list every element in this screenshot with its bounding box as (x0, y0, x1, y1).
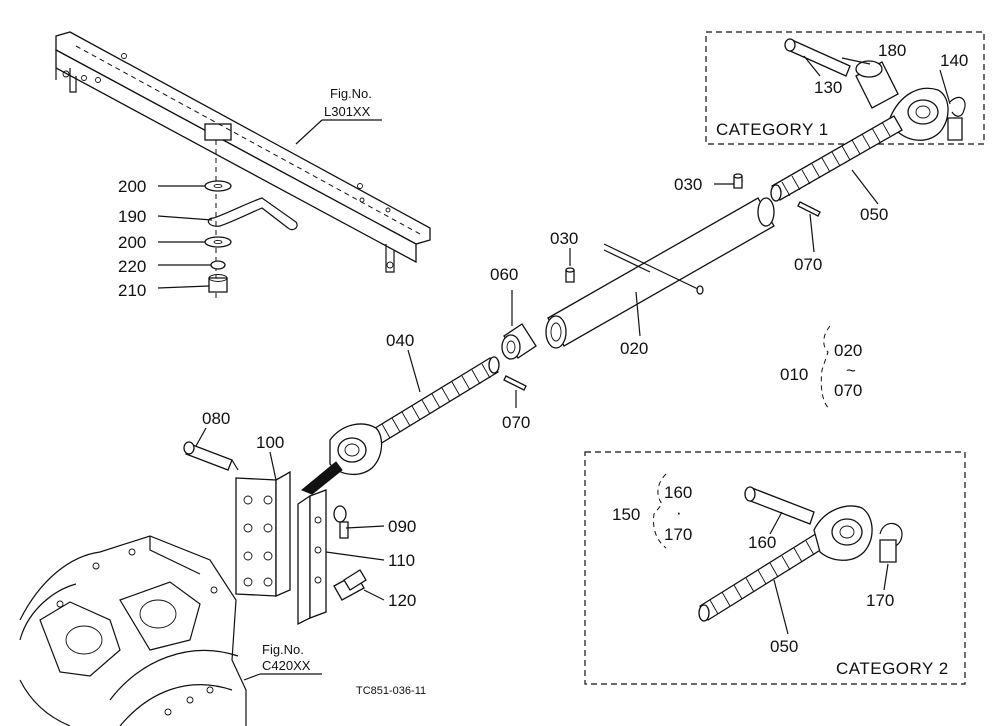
install-arrow (301, 461, 343, 495)
bolt-120 (333, 569, 367, 601)
upper-thread-rod (770, 115, 903, 202)
group-150: 150 160 · 170 (612, 483, 692, 544)
callout-020: 020 (620, 339, 648, 358)
callout-170-part: 170 (866, 591, 894, 610)
figure-code: TC851-036-11 (356, 685, 426, 697)
category-2-parts (698, 486, 903, 622)
category-2-label: CATEGORY 2 (836, 659, 949, 678)
callout-160-part: 160 (748, 533, 776, 552)
callout-080: 080 (202, 409, 230, 428)
ref-l301-prefix: Fig.No. (330, 86, 372, 101)
ref-c420: Fig.No. C420XX (243, 642, 322, 681)
bracket-100 (235, 470, 291, 597)
bracket-110 (297, 489, 327, 626)
callout-050-lower: 050 (770, 637, 798, 656)
callout-210: 210 (118, 281, 146, 300)
callout-200-upper: 200 (118, 177, 146, 196)
group-010: 010 020 ~ 070 (780, 341, 862, 400)
callout-190: 190 (118, 207, 146, 226)
callout-070-upper: 070 (794, 255, 822, 274)
group-010-top: 020 (834, 341, 862, 360)
callout-090: 090 (388, 517, 416, 536)
ref-l301: Fig.No. L301XX (295, 86, 382, 145)
category-1-label: CATEGORY 1 (716, 120, 829, 139)
callout-050-upper: 050 (860, 205, 888, 224)
pin-090 (333, 505, 349, 539)
category-2-box (584, 451, 966, 685)
group-150-num: 150 (612, 505, 640, 524)
callout-120: 120 (388, 591, 416, 610)
group-150-top: 160 (664, 483, 692, 502)
ref-c420-prefix: Fig.No. (262, 642, 304, 657)
group-010-bottom: 070 (834, 381, 862, 400)
pin-080 (183, 441, 239, 471)
pin-070-upper (797, 201, 821, 217)
callouts: 180 140 130 200 190 200 220 210 030 050 … (118, 41, 968, 656)
callout-030-upper: 030 (674, 175, 702, 194)
ref-c420-value: C420XX (262, 658, 311, 673)
callout-060: 060 (490, 265, 518, 284)
callout-180: 180 (878, 41, 906, 60)
callout-100: 100 (256, 433, 284, 452)
ref-l301-value: L301XX (324, 104, 371, 119)
callout-070-lower: 070 (502, 413, 530, 432)
nut-060 (501, 323, 537, 360)
callout-030-lower: 030 (550, 229, 578, 248)
callout-220: 220 (118, 257, 146, 276)
group-010-sep: ~ (846, 361, 856, 380)
callout-040: 040 (386, 331, 414, 350)
group-150-bracket (653, 473, 667, 549)
turnbuckle-tube (545, 173, 775, 349)
group-010-num: 010 (780, 365, 808, 384)
callout-140: 140 (940, 51, 968, 70)
pin-070-lower (503, 375, 527, 391)
callout-200-lower: 200 (118, 233, 146, 252)
group-150-bottom: 170 (664, 525, 692, 544)
group-010-bracket (820, 325, 831, 411)
callout-130: 130 (814, 78, 842, 97)
group-150-sep: · (676, 503, 682, 522)
leader-lines (157, 55, 951, 635)
frame-bracket (55, 31, 431, 273)
lower-thread-rod (329, 356, 500, 475)
callout-110: 110 (388, 551, 415, 570)
category-1-parts (784, 38, 966, 141)
transmission-housing (19, 535, 247, 726)
category-1-box (705, 31, 985, 145)
